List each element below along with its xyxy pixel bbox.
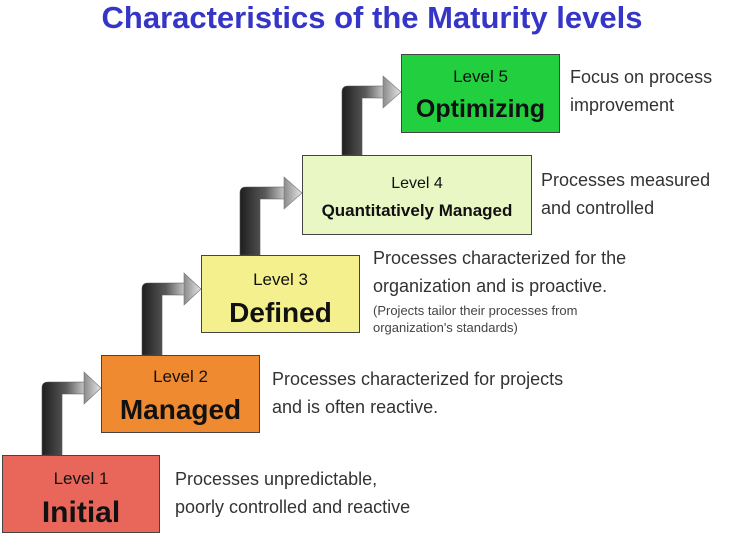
level-1-label: Level 1 (53, 469, 109, 488)
description-line: Processes measured (541, 170, 711, 190)
description-line: Processes characterized for projects (272, 369, 564, 389)
level-2-name: Managed (119, 394, 242, 425)
level-5-label: Level 5 (453, 67, 508, 86)
arrow-level1-to-level2 (41, 371, 102, 456)
description-line: Focus on process (570, 67, 713, 87)
arrow-level4-to-level5 (341, 75, 402, 156)
description-line: and controlled (541, 198, 655, 218)
level-2-description: Processes characterized for projects and… (272, 365, 563, 421)
description-line: organization and is proactive. (373, 276, 608, 296)
level-5-description: Focus on process improvement (570, 63, 712, 119)
note-line: organization's standards) (373, 320, 518, 335)
description-line: Processes characterized for the (373, 248, 627, 268)
level-2-label: Level 2 (153, 367, 208, 386)
level-3-description: Processes characterized for the organiza… (373, 244, 626, 300)
description-line: Processes unpredictable, (175, 469, 378, 489)
level-4-name: Quantitatively Managed (321, 201, 513, 220)
level-1-box: Level 1 Initial (2, 455, 160, 533)
level-2-box: Level 2 Managed (101, 355, 260, 433)
level-5-name: Optimizing (415, 95, 546, 123)
diagram-title: Characteristics of the Maturity levels (101, 0, 643, 35)
level-5-box: Level 5 Optimizing (401, 54, 560, 133)
level-4-box: Level 4 Quantitatively Managed (302, 155, 532, 235)
level-3-name: Defined (229, 297, 332, 328)
level-3-label: Level 3 (253, 270, 308, 289)
description-line: improvement (570, 95, 675, 115)
level-1-description: Processes unpredictable, poorly controll… (175, 465, 410, 521)
description-line: and is often reactive. (272, 397, 439, 417)
arrow-level2-to-level3 (141, 272, 202, 356)
description-line: poorly controlled and reactive (175, 497, 411, 517)
level-3-note: (Projects tailor their processes from or… (373, 302, 577, 336)
level-4-label: Level 4 (391, 175, 443, 192)
level-4-description: Processes measured and controlled (541, 166, 710, 222)
note-line: (Projects tailor their processes from (373, 303, 578, 318)
level-3-box: Level 3 Defined (201, 255, 360, 333)
level-1-name: Initial (41, 496, 121, 529)
arrow-level3-to-level4 (239, 176, 303, 256)
